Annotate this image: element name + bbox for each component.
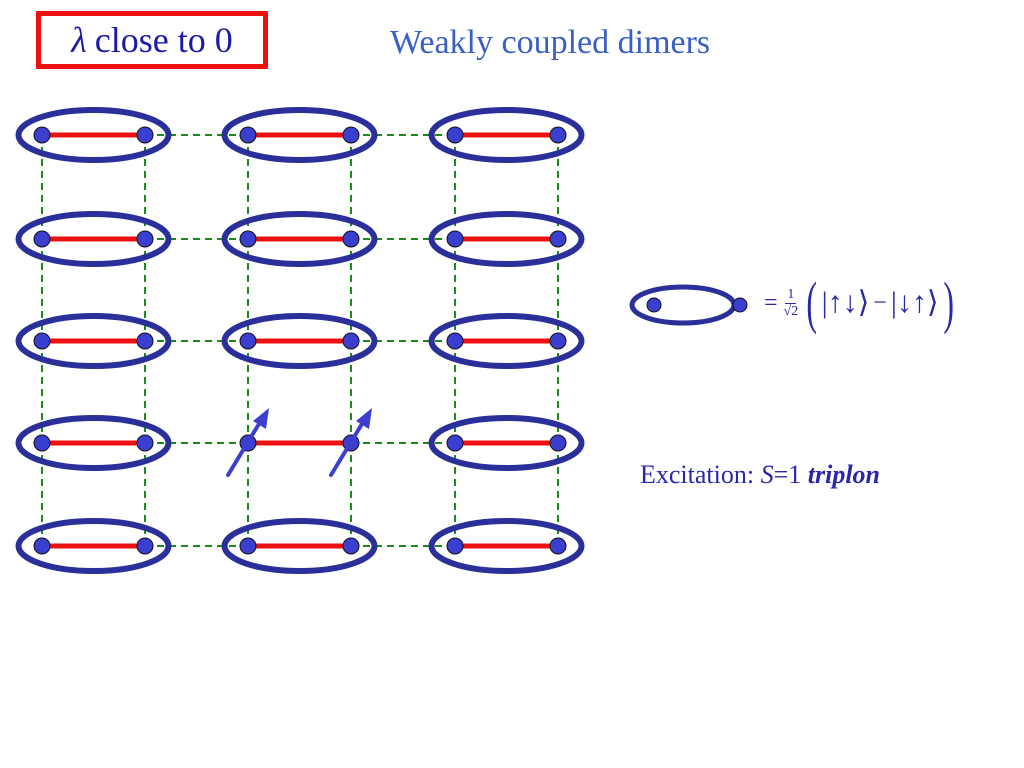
dimer-lattice-diagram bbox=[15, 107, 585, 574]
legend-dimer bbox=[629, 284, 748, 326]
ket-up-down: |↑↓⟩ bbox=[821, 286, 870, 319]
subtitle: Weakly coupled dimers bbox=[390, 24, 711, 61]
dimer-ring bbox=[428, 415, 585, 471]
spin-site bbox=[446, 537, 464, 555]
spin-site bbox=[549, 230, 567, 248]
spin-site bbox=[549, 537, 567, 555]
spin-site bbox=[33, 126, 51, 144]
spin-site bbox=[33, 537, 51, 555]
dimer-ring bbox=[15, 313, 172, 369]
legend-spin-site-left bbox=[646, 297, 662, 313]
spin-site bbox=[446, 434, 464, 452]
spin-site bbox=[342, 537, 360, 555]
spin-site bbox=[342, 332, 360, 350]
excitation-label: Excitation: S=1 triplon bbox=[640, 462, 880, 488]
spin-arrow-head-icon bbox=[356, 408, 372, 429]
dimer-ring bbox=[428, 211, 585, 267]
spin-site bbox=[136, 332, 154, 350]
spin-site bbox=[239, 537, 257, 555]
dimer-ring bbox=[15, 211, 172, 267]
spin-arrow-shaft bbox=[329, 417, 367, 477]
dimer-rings-layer bbox=[15, 107, 585, 574]
lambda-symbol: λ bbox=[71, 20, 87, 60]
open-paren: ( bbox=[806, 270, 818, 335]
dimer-ring bbox=[15, 415, 172, 471]
strong-bonds-layer bbox=[42, 132, 558, 549]
spin-site bbox=[342, 230, 360, 248]
ket-down-up: |↓↑⟩ bbox=[890, 286, 939, 319]
singlet-equation: = 1 √2 ( |↑↓⟩ − |↓↑⟩ ) bbox=[764, 268, 958, 338]
spin-arrows-layer bbox=[226, 408, 372, 477]
spin-site bbox=[549, 332, 567, 350]
dimer-ring bbox=[221, 518, 378, 574]
dimer-ring bbox=[15, 518, 172, 574]
triplon-term: triplon bbox=[807, 460, 881, 489]
dimer-ring bbox=[15, 107, 172, 163]
minus-sign: − bbox=[873, 289, 887, 316]
spin-arrow-head-icon bbox=[253, 408, 269, 429]
spin-site bbox=[239, 332, 257, 350]
spin-site bbox=[136, 434, 154, 452]
spin-site bbox=[239, 230, 257, 248]
spin-site bbox=[33, 332, 51, 350]
dimer-ring bbox=[221, 211, 378, 267]
spin-site bbox=[549, 126, 567, 144]
spin-site bbox=[136, 126, 154, 144]
spin-arrow-shaft bbox=[226, 417, 264, 477]
spin-site bbox=[239, 126, 257, 144]
title-box: λ close to 0 bbox=[36, 11, 268, 69]
spin-site bbox=[33, 434, 51, 452]
spin-site bbox=[136, 230, 154, 248]
spin-site bbox=[446, 332, 464, 350]
spin-site bbox=[342, 126, 360, 144]
spin-site bbox=[549, 434, 567, 452]
normalization-fraction: 1 √2 bbox=[784, 287, 799, 319]
spin-site bbox=[136, 537, 154, 555]
close-paren: ) bbox=[942, 270, 954, 335]
fraction-numerator: 1 bbox=[785, 287, 797, 304]
dimer-ring bbox=[428, 313, 585, 369]
spin-site bbox=[33, 230, 51, 248]
excitation-prefix: Excitation: bbox=[640, 460, 761, 489]
spin-site bbox=[446, 126, 464, 144]
dimer-ring bbox=[428, 107, 585, 163]
title-text: close to 0 bbox=[94, 20, 233, 60]
spin-variable: S bbox=[760, 460, 774, 489]
dimer-ring bbox=[428, 518, 585, 574]
legend-spin-site-right bbox=[732, 297, 748, 313]
dimer-ring bbox=[221, 313, 378, 369]
dimer-ring bbox=[221, 107, 378, 163]
equals-sign: = bbox=[764, 289, 778, 316]
spin-site bbox=[446, 230, 464, 248]
fraction-denominator: √2 bbox=[783, 303, 799, 319]
spin-value: =1 bbox=[773, 460, 808, 489]
